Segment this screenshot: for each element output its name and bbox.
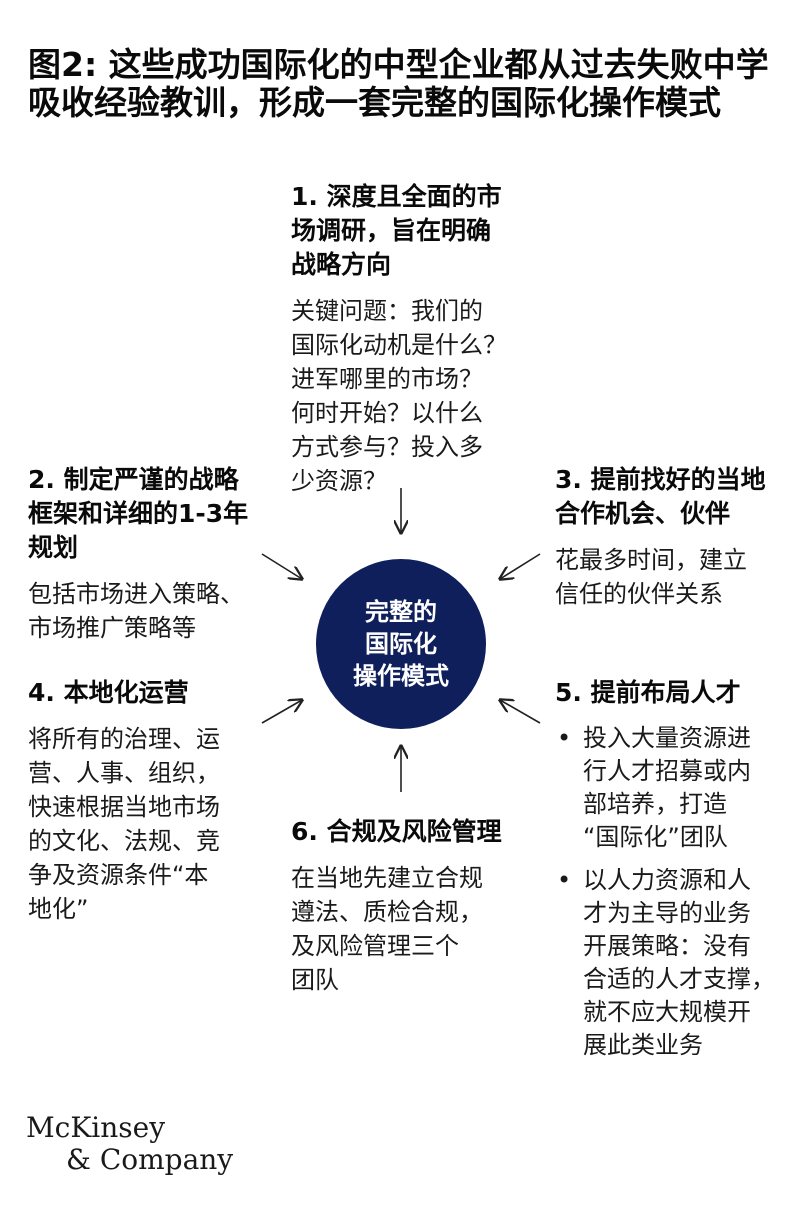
bullet-list: • 投入大量资源进 行人才招募或内 部培养，打造 “国际化”团队 • 以人力资源… bbox=[555, 722, 775, 1062]
node-heading: 1. 深度且全面的市 场调研，旨在明确 战略方向 bbox=[291, 180, 507, 282]
node-body: 将所有的治理、运 营、人事、组织， 快速根据当地市场 的文化、法规、竞 争及资源… bbox=[28, 722, 220, 926]
node-localized-operations: 4. 本地化运营 将所有的治理、运 营、人事、组织， 快速根据当地市场 的文化、… bbox=[28, 676, 220, 926]
body-line: 地化” bbox=[28, 895, 89, 923]
bullet-line: 合适的人才支撑， bbox=[583, 965, 775, 993]
bullet-line: 才为主导的业务 bbox=[583, 899, 751, 927]
center-line: 操作模式 bbox=[353, 662, 449, 690]
body-line: 在当地先建立合规 bbox=[291, 864, 483, 892]
body-line: 快速根据当地市场 bbox=[28, 793, 220, 821]
body-line: 信任的伙伴关系 bbox=[555, 580, 723, 608]
node-strategy-framework: 2. 制定严谨的战略 框架和详细的1-3年 规划 包括市场进入策略、 市场推广策… bbox=[28, 463, 248, 645]
arrow-lower-right bbox=[500, 700, 541, 724]
title-line: 吸收经验教训，形成一套完整的国际化操作模式 bbox=[28, 83, 721, 122]
center-line: 完整的 bbox=[365, 598, 437, 626]
heading-line: 合作机会、伙伴 bbox=[555, 499, 731, 528]
body-line: 国际化动机是什么？ bbox=[291, 331, 507, 359]
logo-line: McKinsey bbox=[26, 1111, 166, 1144]
node-local-partners: 3. 提前找好的当地 合作机会、伙伴 花最多时间，建立 信任的伙伴关系 bbox=[555, 463, 766, 611]
bullet-line: 展此类业务 bbox=[583, 1031, 703, 1059]
heading-line: 框架和详细的1-3年 bbox=[28, 499, 249, 528]
bullet-line: 部培养，打造 bbox=[583, 790, 727, 818]
body-line: 争及资源条件“本 bbox=[28, 861, 209, 889]
center-line: 国际化 bbox=[365, 630, 437, 658]
body-line: 的文化、法规、竞 bbox=[28, 827, 220, 855]
node-heading: 4. 本地化运营 bbox=[28, 676, 220, 710]
bullet-line: 行人才招募或内 bbox=[583, 757, 751, 785]
heading-line: 6. 合规及风险管理 bbox=[291, 817, 502, 846]
bullet-dot-icon: • bbox=[557, 724, 572, 752]
body-line: 关键问题：我们的 bbox=[291, 297, 483, 325]
node-heading: 6. 合规及风险管理 bbox=[291, 815, 502, 849]
bullet-line: 以人力资源和人 bbox=[583, 866, 751, 894]
body-line: 市场推广策略等 bbox=[28, 614, 196, 642]
arrow-upper-right bbox=[500, 553, 541, 579]
mckinsey-logo: McKinsey & Company bbox=[26, 1112, 233, 1176]
body-line: 包括市场进入策略、 bbox=[28, 580, 244, 608]
bullet-dot-icon: • bbox=[557, 866, 572, 894]
bullet-line: “国际化”团队 bbox=[583, 823, 728, 851]
node-body: 花最多时间，建立 信任的伙伴关系 bbox=[555, 543, 766, 611]
body-line: 进军哪里的市场？ bbox=[291, 365, 483, 393]
arrow-upper-left bbox=[261, 553, 302, 579]
body-line: 少资源？ bbox=[291, 467, 387, 495]
node-heading: 2. 制定严谨的战略 框架和详细的1-3年 规划 bbox=[28, 463, 248, 565]
bullet-item: • 以人力资源和人 才为主导的业务 开展策略：没有 合适的人才支撑， 就不应大规… bbox=[555, 864, 775, 1062]
bullet-line: 投入大量资源进 bbox=[583, 724, 751, 752]
body-line: 营、人事、组织， bbox=[28, 759, 220, 787]
body-line: 将所有的治理、运 bbox=[28, 725, 220, 753]
heading-line: 2. 制定严谨的战略 bbox=[28, 465, 239, 494]
title-line: 图2: 这些成功国际化的中型企业都从过去失败中学 bbox=[28, 45, 769, 84]
center-operating-model: 完整的 国际化 操作模式 bbox=[316, 559, 486, 729]
node-body: 关键问题：我们的 国际化动机是什么？ 进军哪里的市场？ 何时开始？以什么 方式参… bbox=[291, 294, 507, 498]
body-line: 及风险管理三个 bbox=[291, 932, 459, 960]
heading-line: 1. 深度且全面的市 bbox=[291, 182, 502, 211]
bullet-line: 就不应大规模开 bbox=[583, 998, 751, 1026]
body-line: 何时开始？以什么 bbox=[291, 399, 483, 427]
heading-line: 规划 bbox=[28, 533, 79, 562]
body-line: 团队 bbox=[291, 966, 339, 994]
node-body: 包括市场进入策略、 市场推广策略等 bbox=[28, 577, 248, 645]
bullet-line: 开展策略：没有 bbox=[583, 932, 751, 960]
heading-line: 场调研，旨在明确 bbox=[291, 216, 492, 245]
heading-line: 3. 提前找好的当地 bbox=[555, 465, 766, 494]
body-line: 花最多时间，建立 bbox=[555, 546, 747, 574]
node-compliance-risk: 6. 合规及风险管理 在当地先建立合规 遵法、质检合规， 及风险管理三个 团队 bbox=[291, 815, 502, 997]
bullet-item: • 投入大量资源进 行人才招募或内 部培养，打造 “国际化”团队 bbox=[555, 722, 775, 854]
heading-line: 4. 本地化运营 bbox=[28, 678, 189, 707]
node-market-research: 1. 深度且全面的市 场调研，旨在明确 战略方向 关键问题：我们的 国际化动机是… bbox=[291, 180, 507, 498]
node-talent-planning: 5. 提前布局人才 • 投入大量资源进 行人才招募或内 部培养，打造 “国际化”… bbox=[555, 676, 775, 1072]
page-title: 图2: 这些成功国际化的中型企业都从过去失败中学 吸收经验教训，形成一套完整的国… bbox=[28, 46, 788, 122]
arrow-lower-left bbox=[261, 700, 302, 724]
logo-line: & Company bbox=[66, 1143, 234, 1176]
body-line: 方式参与？投入多 bbox=[291, 433, 483, 461]
heading-line: 5. 提前布局人才 bbox=[555, 678, 741, 707]
node-heading: 3. 提前找好的当地 合作机会、伙伴 bbox=[555, 463, 766, 531]
node-heading: 5. 提前布局人才 bbox=[555, 676, 775, 710]
body-line: 遵法、质检合规， bbox=[291, 898, 483, 926]
heading-line: 战略方向 bbox=[291, 250, 392, 279]
node-body: 在当地先建立合规 遵法、质检合规， 及风险管理三个 团队 bbox=[291, 861, 502, 997]
